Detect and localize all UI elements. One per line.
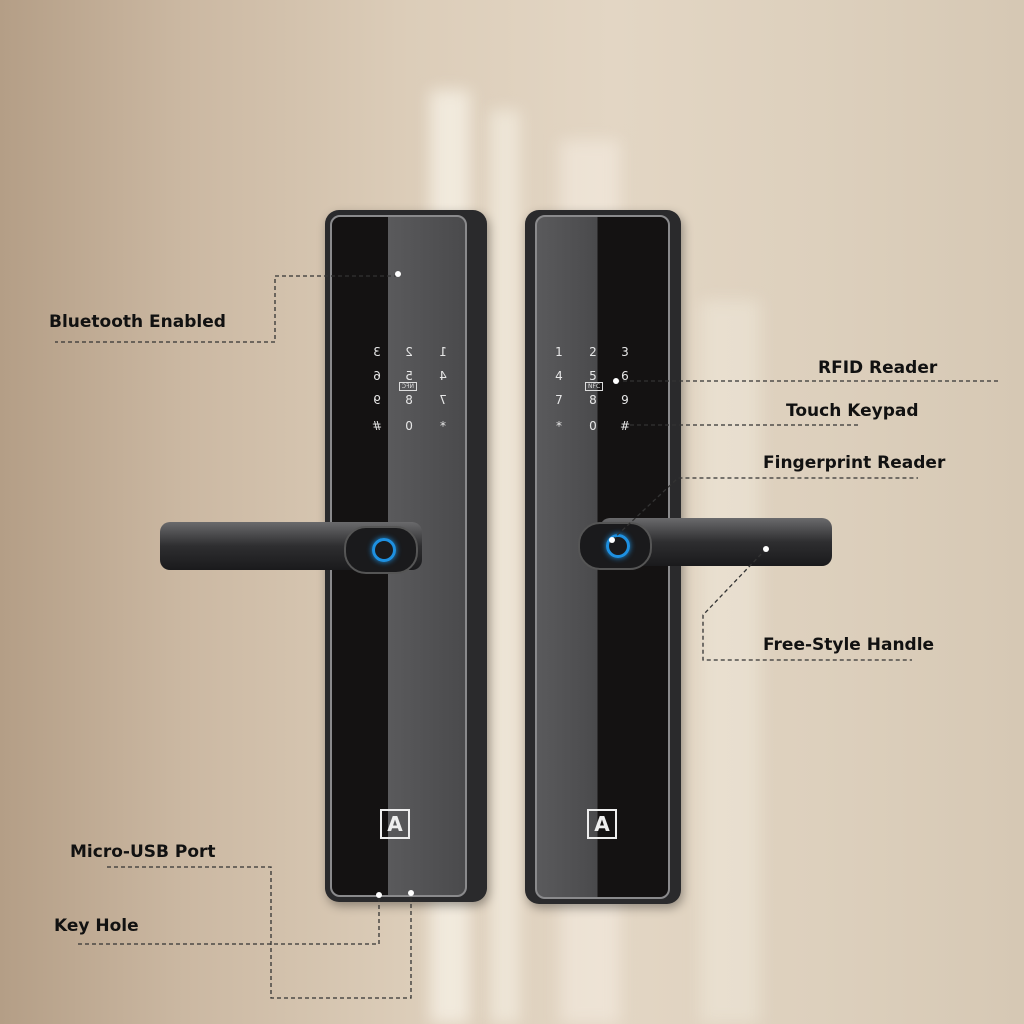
usb-marker	[408, 890, 414, 896]
keyhole-line	[78, 895, 380, 945]
keyhole-marker	[376, 892, 382, 898]
keypad-key[interactable]: 6	[621, 369, 629, 383]
window-light	[700, 300, 760, 1024]
fingerprint-icon	[372, 538, 396, 562]
keypad-key[interactable]: 8	[589, 393, 597, 407]
keypad-key[interactable]: 4	[555, 369, 563, 383]
handle-marker	[763, 546, 769, 552]
keypad-key[interactable]: 3	[621, 345, 629, 359]
keypad-key[interactable]: *	[556, 419, 562, 433]
handle-line	[702, 548, 912, 661]
brand-logo: A	[587, 809, 617, 839]
bluetooth-line	[55, 275, 398, 343]
label-keypad: Touch Keypad	[786, 401, 919, 421]
keypad-key[interactable]: #	[619, 419, 631, 433]
rfid-marker	[613, 378, 619, 384]
nfc-badge: NFC	[585, 382, 604, 391]
window-light	[490, 110, 520, 1024]
label-usb: Micro-USB Port	[70, 842, 216, 862]
label-keyhole: Key Hole	[54, 916, 139, 936]
label-fingerprint: Fingerprint Reader	[763, 453, 946, 473]
keypad-key[interactable]: 1	[555, 345, 563, 359]
label-rfid: RFID Reader	[818, 358, 938, 378]
keypad-key[interactable]: 5	[589, 369, 597, 383]
fingerprint-icon	[606, 534, 630, 558]
fingerprint-line	[611, 477, 918, 541]
keypad-key[interactable]: 2	[589, 345, 597, 359]
right-keypad: 1 2 3 4 5 6 7 8 9 * 0 # NFC	[537, 217, 668, 447]
keypad-key[interactable]: 7	[555, 393, 563, 407]
usb-line	[107, 866, 412, 999]
right-fingerprint-sensor	[578, 522, 652, 570]
left-fingerprint-sensor	[344, 526, 418, 574]
brand-logo: A	[380, 809, 410, 839]
label-bluetooth: Bluetooth Enabled	[49, 312, 226, 332]
keypad-key[interactable]: 9	[621, 393, 629, 407]
fingerprint-marker	[609, 537, 615, 543]
label-handle: Free-Style Handle	[763, 635, 935, 655]
keypad-key[interactable]: 0	[589, 419, 597, 433]
bluetooth-marker	[395, 271, 401, 277]
